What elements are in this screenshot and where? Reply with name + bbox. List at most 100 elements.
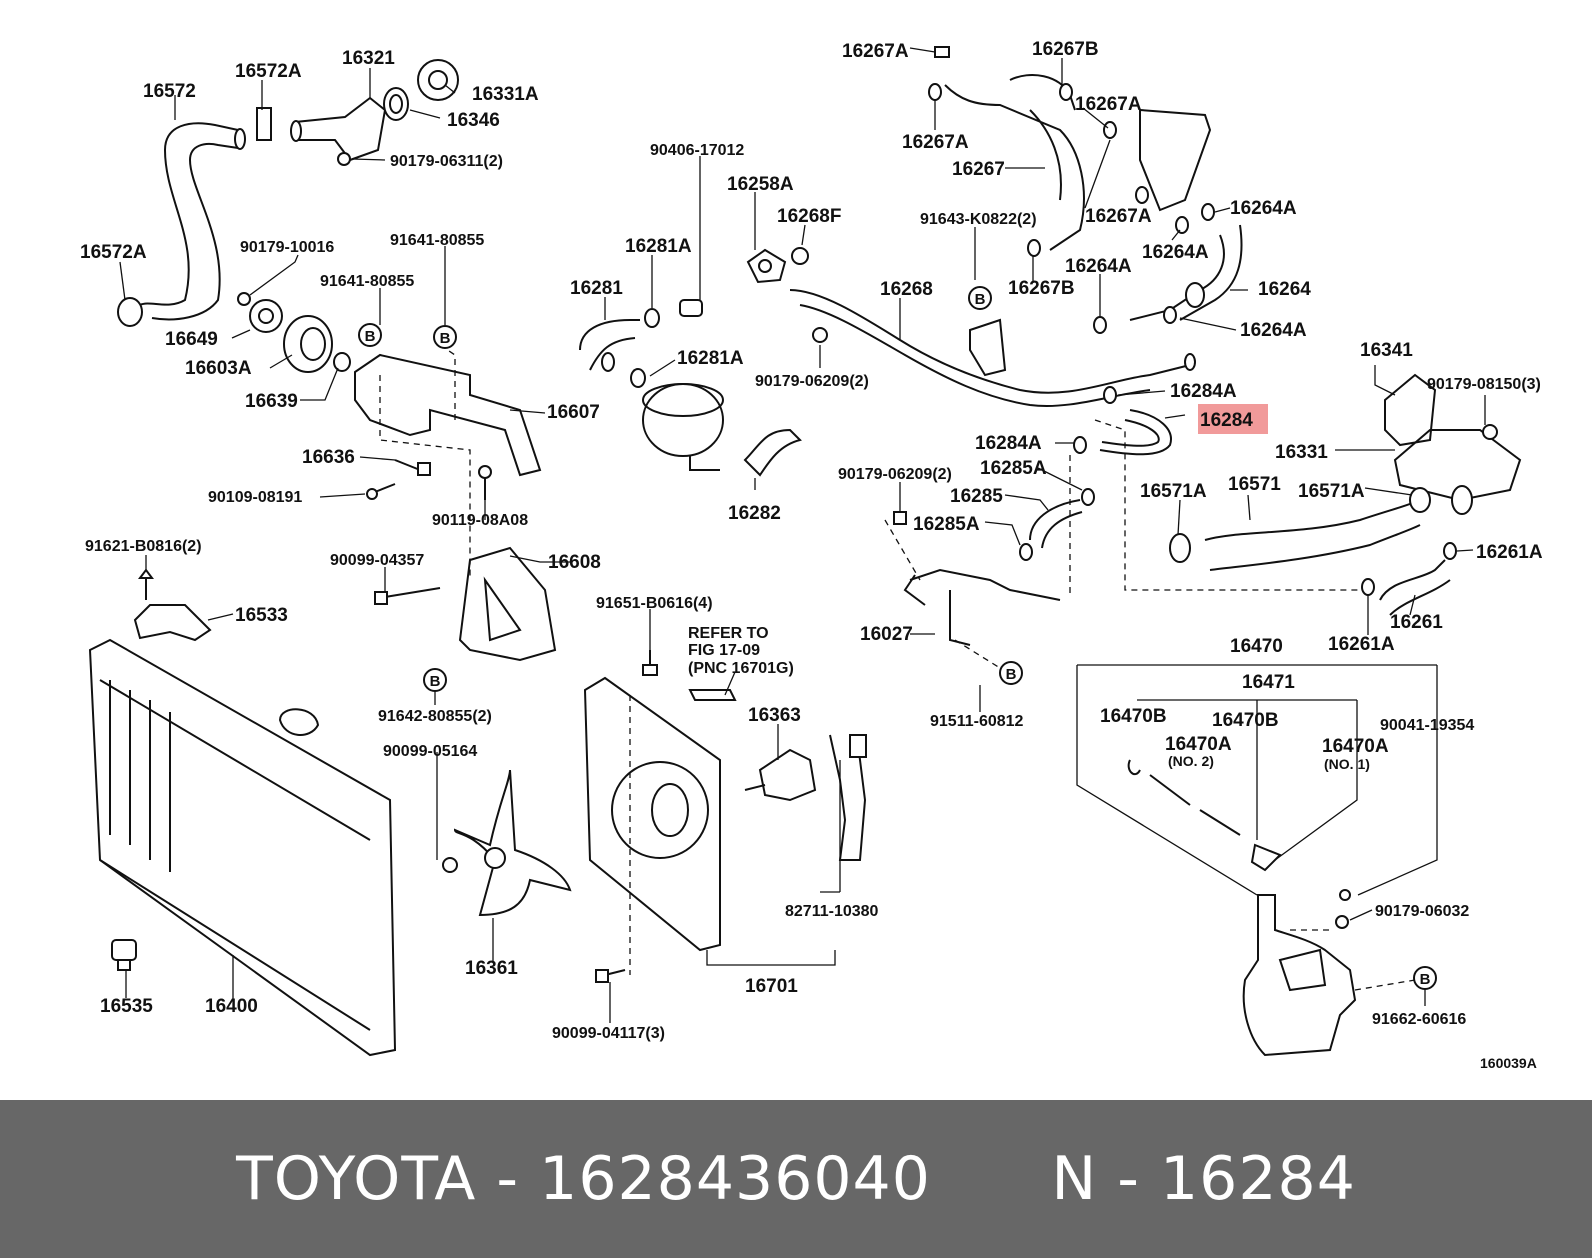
bolt-90119-08A08[interactable]: [478, 465, 492, 500]
clamp-16267A-3[interactable]: [928, 83, 942, 101]
label-16571A-left[interactable]: 16571A: [1140, 481, 1207, 502]
hose-16470A-no2[interactable]: [1149, 774, 1191, 806]
label-16639[interactable]: 16639: [245, 391, 298, 412]
label-90179-06209-top[interactable]: 90179-06209(2): [755, 373, 869, 390]
bracket-16608[interactable]: [458, 546, 557, 662]
label-16331A[interactable]: 16331A: [472, 84, 539, 105]
label-16264[interactable]: 16264: [1258, 279, 1311, 300]
label-16341[interactable]: 16341: [1360, 340, 1413, 361]
thermostat-16331A[interactable]: [417, 59, 459, 101]
label-16607[interactable]: 16607: [547, 402, 600, 423]
label-16267A-2[interactable]: 16267A: [1075, 94, 1142, 115]
bolt-90179-10016[interactable]: [237, 292, 251, 306]
bolt-90179-08150[interactable]: [1482, 424, 1498, 440]
hose-16285[interactable]: [1029, 499, 1083, 549]
label-16470B-1[interactable]: 16470B: [1100, 706, 1167, 727]
label-16267A-3[interactable]: 16267A: [902, 132, 969, 153]
label-16268F[interactable]: 16268F: [777, 206, 841, 227]
label-16571A-right[interactable]: 16571A: [1298, 481, 1365, 502]
label-16471[interactable]: 16471: [1242, 672, 1295, 693]
reservoir-16470[interactable]: [1242, 894, 1357, 1057]
label-91511-60812[interactable]: 91511-60812: [930, 713, 1024, 730]
gasket-16346[interactable]: [383, 87, 409, 121]
label-16284-highlighted[interactable]: 16284: [1200, 410, 1253, 431]
label-16470[interactable]: 16470: [1230, 636, 1283, 657]
plug-16649[interactable]: [249, 299, 283, 333]
bracket-16607[interactable]: [354, 353, 542, 477]
label-90041-19354[interactable]: 90041-19354: [1380, 717, 1474, 734]
label-82711-10380[interactable]: 82711-10380: [785, 903, 879, 920]
label-16281[interactable]: 16281: [570, 278, 623, 299]
gasket-16341[interactable]: [1384, 373, 1437, 447]
o-ring-16268F[interactable]: [791, 247, 809, 265]
label-90099-04357[interactable]: 90099-04357: [330, 552, 424, 569]
motor-16363[interactable]: [744, 748, 817, 802]
label-90099-05164[interactable]: 90099-05164: [383, 743, 477, 760]
clamp-16267B-2[interactable]: [1027, 239, 1041, 257]
label-16470A-no1[interactable]: 16470A: [1322, 736, 1389, 757]
fan-16361[interactable]: [453, 769, 572, 917]
label-91643-K0822[interactable]: 91643-K0822(2): [920, 211, 1037, 228]
label-16331[interactable]: 16331: [1275, 442, 1328, 463]
clamp-16264A-2[interactable]: [1175, 216, 1189, 234]
wire-82711-10380[interactable]: [829, 734, 867, 861]
reservoir-canister[interactable]: [642, 383, 724, 471]
label-16261[interactable]: 16261: [1390, 612, 1443, 633]
hose-16261[interactable]: [1379, 559, 1451, 616]
clamp-16267A-4[interactable]: [1135, 186, 1149, 204]
bracket-upper-right[interactable]: [1139, 108, 1212, 212]
clamp-16572A-top[interactable]: [256, 107, 272, 141]
bolt-90179-06032[interactable]: [1335, 915, 1349, 929]
bolt-91651-B0616[interactable]: [642, 650, 658, 676]
label-16267B-top[interactable]: 16267B: [1032, 39, 1099, 60]
label-16264A-2[interactable]: 16264A: [1142, 242, 1209, 263]
label-16346[interactable]: 16346: [447, 110, 500, 131]
label-91642-80855[interactable]: 91642-80855(2): [378, 708, 492, 725]
drain-cock-16535[interactable]: [111, 939, 137, 971]
gasket-16258A[interactable]: [746, 248, 787, 284]
label-16533[interactable]: 16533: [235, 605, 288, 626]
label-16572[interactable]: 16572: [143, 81, 196, 102]
label-16572A-top[interactable]: 16572A: [235, 61, 302, 82]
label-16261A-lower[interactable]: 16261A: [1328, 634, 1395, 655]
label-91641-80855-top[interactable]: 91641-80855: [390, 232, 484, 249]
clamp-16285A-top[interactable]: [1081, 488, 1095, 506]
label-16571[interactable]: 16571: [1228, 474, 1281, 495]
label-16027[interactable]: 16027: [860, 624, 913, 645]
bolt-91621-B0816[interactable]: [138, 568, 154, 600]
clamp-16267B-1[interactable]: [1059, 83, 1073, 101]
label-16285A-top[interactable]: 16285A: [980, 458, 1047, 479]
label-16361[interactable]: 16361: [465, 958, 518, 979]
label-16284A-mid[interactable]: 16284A: [975, 433, 1042, 454]
label-16608[interactable]: 16608: [548, 552, 601, 573]
label-91662-60616[interactable]: 91662-60616: [1372, 1011, 1466, 1028]
clamp-16261A-lower[interactable]: [1361, 578, 1375, 596]
label-90099-04117[interactable]: 90099-04117(3): [552, 1025, 665, 1042]
label-90179-06032[interactable]: 90179-06032: [1375, 903, 1469, 920]
collar-16639[interactable]: [333, 352, 351, 372]
label-90179-10016[interactable]: 90179-10016: [240, 239, 334, 256]
bushing-16603A[interactable]: [283, 315, 333, 373]
bolt-90099-04357[interactable]: [374, 587, 441, 605]
label-90406-17012[interactable]: 90406-17012: [650, 142, 744, 159]
label-16284A-top[interactable]: 16284A: [1170, 381, 1237, 402]
mount-16533[interactable]: [133, 604, 212, 642]
label-16267[interactable]: 16267: [952, 159, 1005, 180]
bracket-91643-K0822[interactable]: [969, 318, 1007, 377]
clamp-16285A-low[interactable]: [1019, 543, 1033, 561]
clamp-16264A-3[interactable]: [1093, 316, 1107, 334]
clamp-16571A-left[interactable]: [1169, 533, 1191, 563]
label-16267B-low[interactable]: 16267B: [1008, 278, 1075, 299]
bolt-90179-06209-top[interactable]: [812, 327, 828, 343]
clamp-16264A-1[interactable]: [1201, 203, 1215, 221]
bolt-90179-06209-low[interactable]: [893, 511, 907, 525]
hose-16281[interactable]: [579, 319, 640, 372]
label-16649[interactable]: 16649: [165, 329, 218, 350]
bracket-16027[interactable]: [903, 568, 1061, 646]
radiator-16400[interactable]: [88, 638, 397, 1057]
hose-16571[interactable]: [1204, 499, 1421, 571]
label-16261A-upper[interactable]: 16261A: [1476, 542, 1543, 563]
hose-16264[interactable]: [1129, 224, 1243, 321]
label-91651-B0616[interactable]: 91651-B0616(4): [596, 595, 713, 612]
bolt-90179-06311[interactable]: [337, 152, 351, 166]
